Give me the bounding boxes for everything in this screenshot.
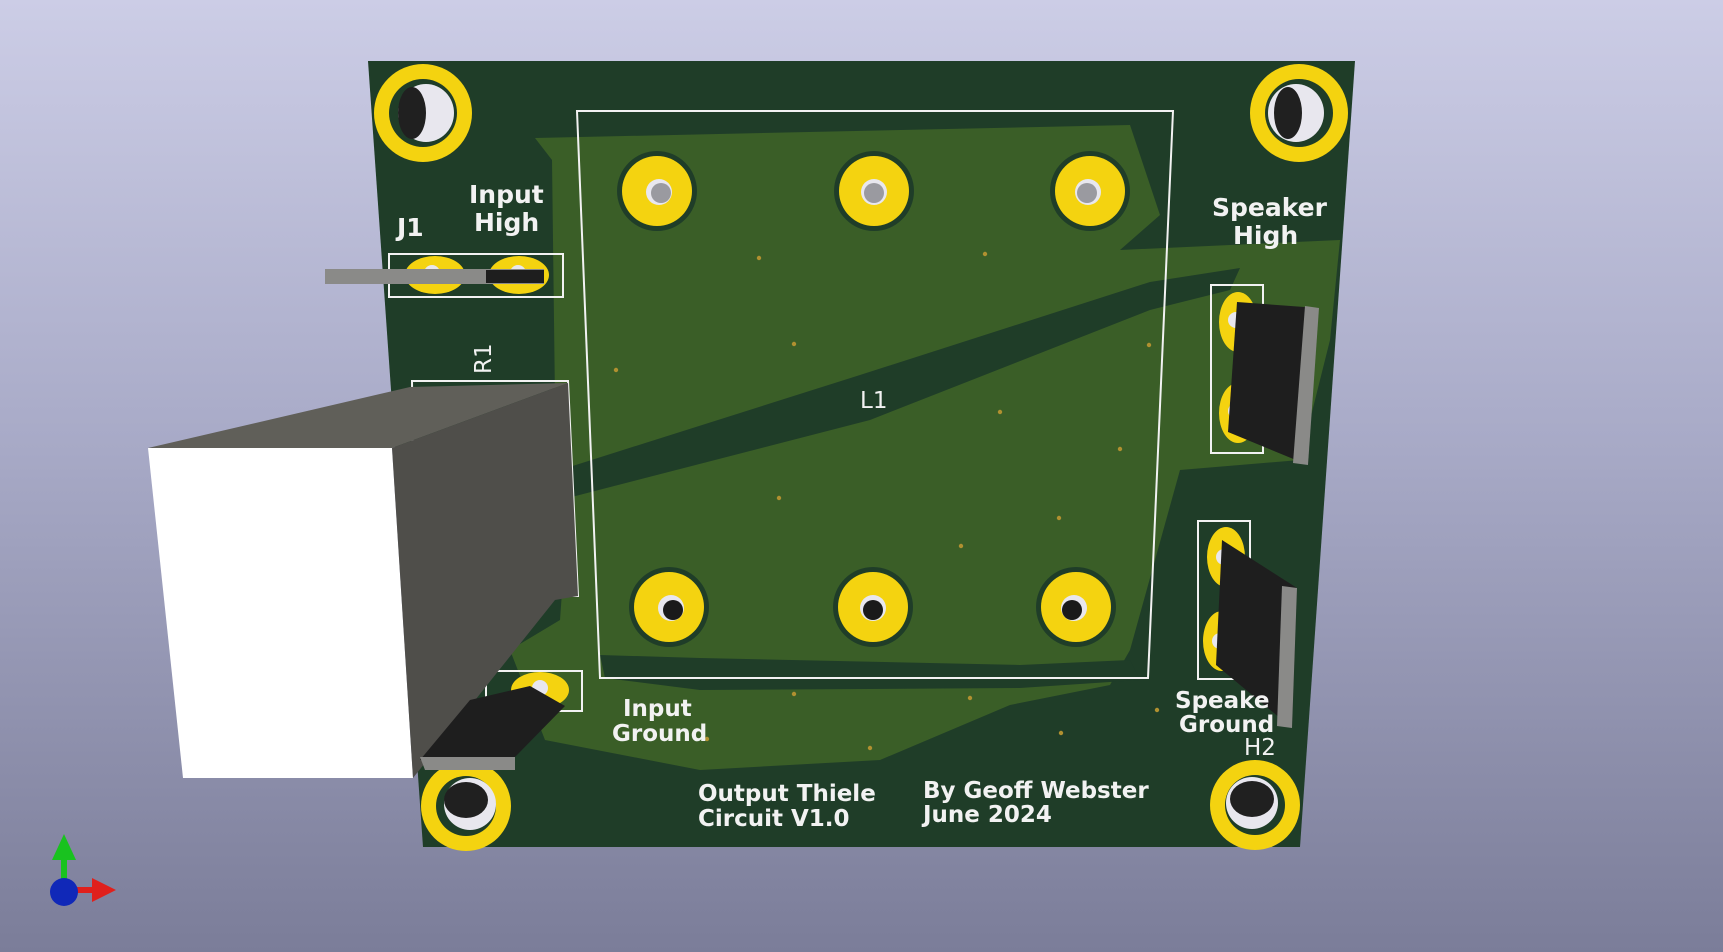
axis-orientation-gizmo: [50, 834, 116, 906]
speaker-high-connector[interactable]: [1210, 284, 1319, 465]
input-ground-label-line1: Input: [623, 696, 692, 722]
speaker-ground-label-line1: Speake: [1175, 688, 1269, 714]
speaker-high-label-line1: Speaker: [1212, 193, 1328, 222]
title-label-line2: Circuit V1.0: [698, 806, 850, 832]
mounting-hole-top-right[interactable]: [1250, 64, 1348, 162]
mounting-hole-top-left[interactable]: [374, 64, 472, 162]
author-label-line2: June 2024: [921, 802, 1052, 828]
input-ground-label-line2: Ground: [612, 721, 707, 747]
vias: [613, 251, 1160, 751]
l1-pad-6: [1036, 567, 1116, 647]
title-label-line1: Output Thiele: [698, 781, 876, 807]
j1-connector[interactable]: [325, 253, 564, 298]
h2-label: H2: [1244, 735, 1276, 761]
l1-pad-2: [834, 151, 914, 231]
input-high-label-line1: Input: [469, 180, 544, 209]
l1-courtyard-outline: [575, 110, 1175, 679]
l1-pad-3: [1050, 151, 1130, 231]
l1-pads[interactable]: [617, 151, 1130, 647]
speaker-ground-connector[interactable]: [1197, 520, 1297, 728]
input-high-label-line2: High: [474, 208, 539, 237]
speaker-ground-label-line2: Ground: [1179, 712, 1274, 738]
mounting-hole-bottom-left[interactable]: [421, 761, 511, 851]
author-label-line1: By Geoff Webster: [923, 778, 1149, 804]
mounting-hole-h2[interactable]: [1210, 760, 1300, 850]
speaker-high-label-line2: High: [1233, 221, 1298, 250]
r1-label: R1: [471, 343, 497, 374]
l1-pad-5: [833, 567, 913, 647]
l1-pad-1: [617, 151, 697, 231]
copper-pour-main: [510, 125, 1340, 770]
copper-gap-bottom: [600, 655, 1140, 690]
l1-pad-4: [629, 567, 709, 647]
j1-label: J1: [395, 213, 424, 242]
r1-3d-body[interactable]: [148, 383, 578, 778]
l1-label: L1: [860, 388, 887, 414]
copper-gap-diagonal: [560, 268, 1240, 500]
